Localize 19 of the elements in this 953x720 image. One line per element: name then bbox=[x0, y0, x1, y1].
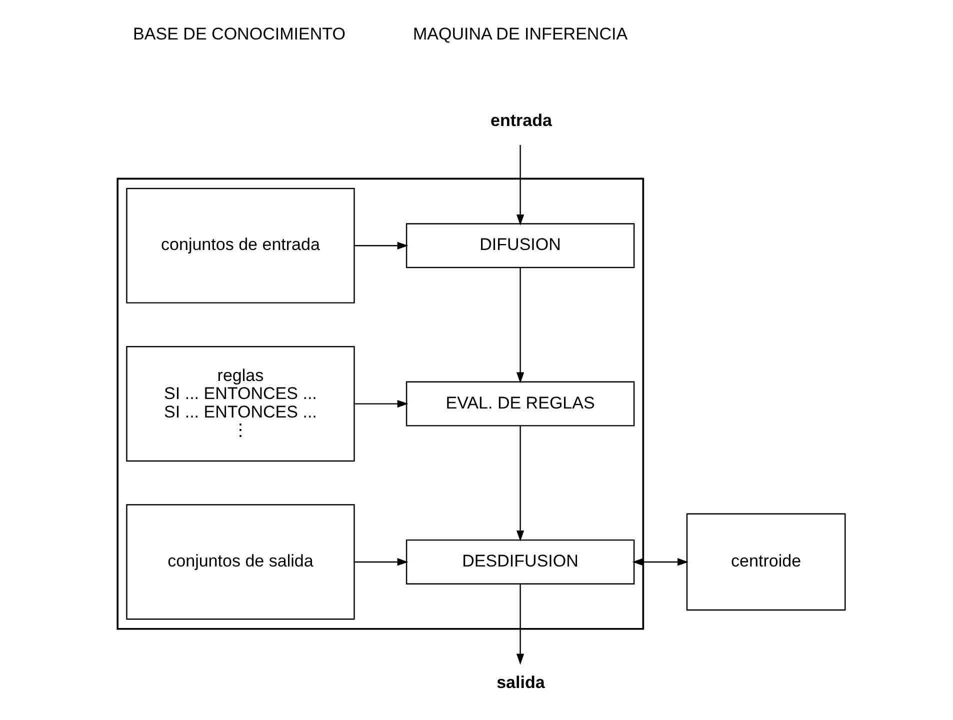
arrow bbox=[354, 242, 408, 250]
arrow bbox=[516, 268, 524, 384]
arrow bbox=[354, 400, 408, 408]
node-text: entrada bbox=[490, 111, 552, 130]
node-box: DIFUSION bbox=[406, 223, 635, 268]
node-box: conjuntos de entrada bbox=[126, 188, 355, 304]
node-text: salida bbox=[496, 673, 545, 692]
arrow bbox=[354, 558, 408, 566]
arrow bbox=[516, 144, 524, 226]
node-box: conjuntos de salida bbox=[126, 504, 355, 620]
node-box: EVAL. DE REGLAS bbox=[406, 381, 635, 426]
arrow bbox=[516, 426, 524, 542]
node-box: centroide bbox=[686, 513, 846, 611]
label: MAQUINA DE INFERENCIA bbox=[412, 24, 628, 44]
node-box: reglas SI ... ENTONCES ... SI ... ENTONCES ... ⋮ bbox=[126, 346, 355, 462]
label: BASE DE CONOCIMIENTO bbox=[133, 24, 346, 44]
arrow bbox=[632, 558, 688, 566]
arrow bbox=[516, 584, 524, 665]
node-box: DESDIFUSION bbox=[406, 539, 635, 584]
